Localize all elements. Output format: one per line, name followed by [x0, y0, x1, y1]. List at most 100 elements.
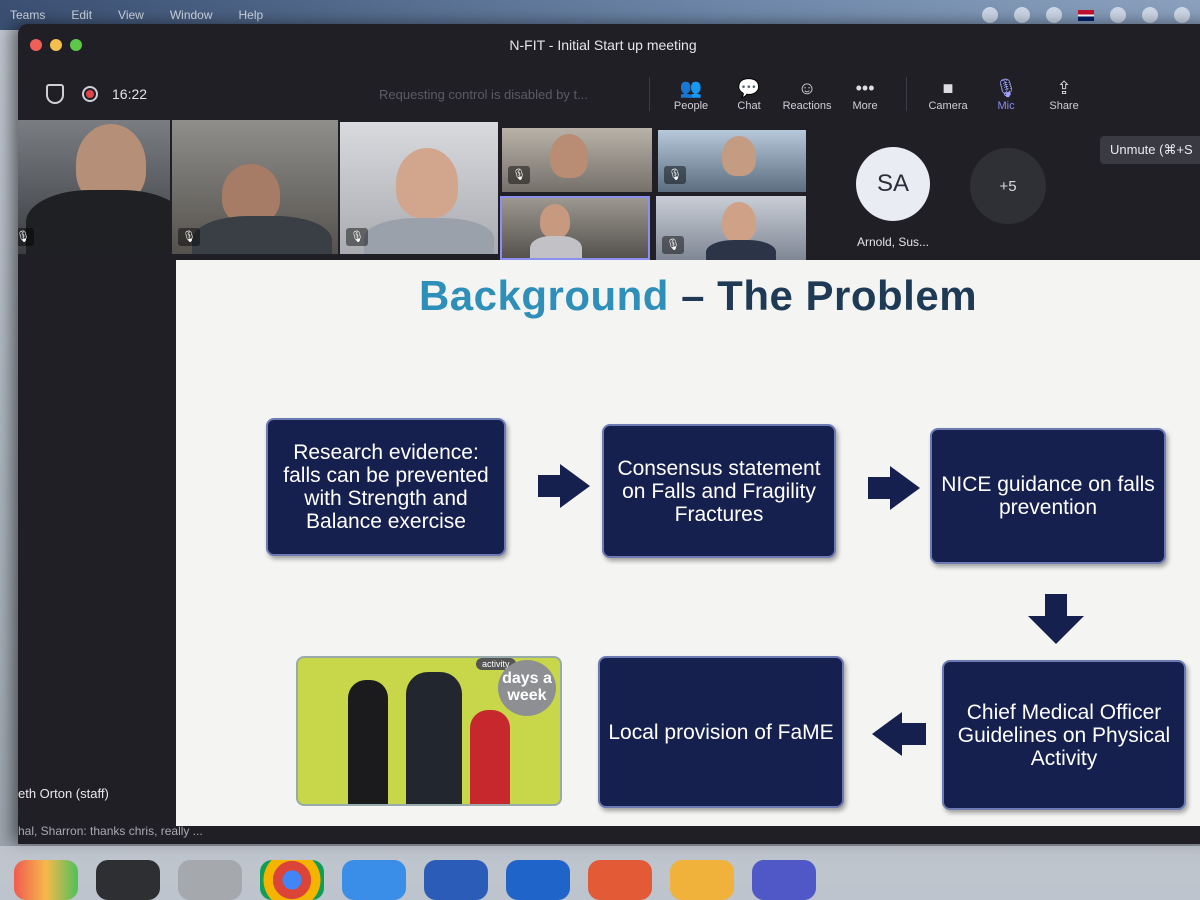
speaker-name: eth Orton (staff) — [18, 786, 109, 801]
days-a-week-badge: days a week — [498, 660, 556, 716]
participant-tile-4[interactable]: 🎙 — [502, 128, 652, 192]
box-consensus-statement: Consensus statement on Falls and Fragili… — [602, 424, 836, 558]
camera-icon: ■ — [942, 78, 954, 98]
word-icon[interactable] — [506, 860, 570, 900]
menu-edit[interactable]: Edit — [71, 8, 93, 22]
people-label: People — [673, 100, 709, 112]
avatar: SA — [856, 147, 930, 221]
menu-window[interactable]: Window — [169, 8, 213, 22]
time-machine-icon[interactable] — [1174, 7, 1190, 23]
minimize-window-button[interactable] — [50, 39, 62, 51]
teams-icon[interactable] — [752, 860, 816, 900]
participant-face — [396, 148, 458, 218]
chat-label: Chat — [737, 100, 761, 112]
arrow-right-icon — [868, 466, 920, 510]
exercising-person — [406, 672, 462, 804]
muted-icon: 🎙 — [664, 166, 686, 184]
lightning-icon[interactable] — [982, 7, 998, 23]
camera-label: Camera — [928, 100, 968, 112]
slide-title-rest: – The Problem — [668, 272, 978, 319]
reactions-label: Reactions — [782, 100, 832, 112]
mic-off-icon: 🎙 — [994, 78, 1018, 98]
system-preferences-icon[interactable] — [178, 860, 242, 900]
app-icon[interactable] — [96, 860, 160, 900]
menu-teams[interactable]: Teams — [10, 8, 46, 22]
launchpad-icon[interactable] — [14, 860, 78, 900]
mac-dock — [0, 846, 1200, 900]
participant-body — [26, 190, 170, 254]
window-title: N-FIT - Initial Start up meeting — [509, 37, 697, 53]
camera-button[interactable]: ■ Camera — [919, 76, 977, 112]
window-titlebar: N-FIT - Initial Start up meeting — [18, 24, 1200, 66]
outlook-icon[interactable] — [424, 860, 488, 900]
mic-label: Mic — [997, 100, 1015, 112]
muted-icon: 🎙 — [662, 236, 684, 254]
box-cmo-guidelines: Chief Medical Officer Guidelines on Phys… — [942, 660, 1186, 810]
chat-icon: 💬 — [737, 78, 761, 98]
toolbar-divider — [649, 77, 651, 111]
participant-tile-5[interactable]: 🎙 — [658, 130, 806, 192]
meeting-timer: 16:22 — [112, 86, 148, 102]
participant-tile-self[interactable] — [500, 196, 650, 260]
photo-tag: activity — [476, 658, 516, 670]
participant-face — [722, 202, 756, 242]
participant-face — [222, 164, 280, 224]
exercising-person — [348, 680, 388, 804]
participant-body — [192, 216, 332, 254]
zoom-window-button[interactable] — [70, 39, 82, 51]
arrow-left-icon — [872, 712, 926, 756]
exercise-photo: activity days a week — [296, 656, 562, 806]
people-icon: 👥 — [679, 78, 703, 98]
status-icons — [982, 7, 1190, 23]
participant-avatar-tile[interactable]: SA Arnold, Sus... — [828, 129, 958, 259]
participant-tile-1[interactable]: 🎙 — [18, 120, 170, 254]
participant-tile-3[interactable]: 🎙 — [340, 122, 498, 254]
muted-icon: 🎙 — [346, 228, 368, 246]
meeting-toolbar: 16:22 Requesting control is disabled by … — [18, 66, 1200, 122]
participant-face — [550, 134, 588, 178]
chat-preview[interactable]: hal, Sharron: thanks chris, really ... — [18, 824, 203, 838]
box-local-fame: Local provision of FaME — [598, 656, 844, 808]
share-icon: ⇪ — [1056, 78, 1072, 98]
avatar-name: Arnold, Sus... — [856, 235, 930, 249]
slide-title: Background – The Problem — [176, 272, 1200, 320]
participant-face — [540, 204, 570, 238]
participant-body — [706, 240, 776, 262]
more-icon: ••• — [855, 78, 875, 98]
participant-body — [530, 236, 582, 258]
reactions-button[interactable]: ☺ Reactions — [778, 76, 836, 112]
teams-meeting-window: N-FIT - Initial Start up meeting 16:22 R… — [18, 24, 1200, 844]
participant-body — [364, 218, 494, 254]
notification-icon[interactable] — [1046, 7, 1062, 23]
participant-gallery: 🎙 🎙 🎙 🎙 🎙 — [18, 120, 1200, 262]
vpn-icon[interactable] — [1014, 7, 1030, 23]
battery-icon[interactable] — [1110, 7, 1126, 23]
more-participants-button[interactable]: +5 — [970, 148, 1046, 224]
close-window-button[interactable] — [30, 39, 42, 51]
slide-title-accent: Background — [418, 272, 669, 319]
shared-slide: Background – The Problem Research eviden… — [176, 260, 1200, 826]
reactions-icon: ☺ — [797, 78, 817, 98]
chrome-icon[interactable] — [260, 860, 324, 900]
powerpoint-icon[interactable] — [588, 860, 652, 900]
chat-button[interactable]: 💬 Chat — [720, 76, 778, 112]
recording-icon — [82, 86, 98, 102]
participant-tile-2[interactable]: 🎙 — [172, 120, 338, 254]
wifi-icon[interactable] — [1142, 7, 1158, 23]
menu-help[interactable]: Help — [238, 8, 264, 22]
share-label: Share — [1049, 100, 1079, 112]
mic-button[interactable]: 🎙 Mic — [977, 76, 1035, 112]
share-button[interactable]: ⇪ Share — [1035, 76, 1093, 112]
uk-flag-icon[interactable] — [1078, 9, 1094, 21]
shield-icon[interactable] — [46, 84, 64, 104]
people-button[interactable]: 👥 People — [662, 76, 720, 112]
menu-view[interactable]: View — [118, 8, 144, 22]
participant-tile-6[interactable]: 🎙 — [656, 196, 806, 262]
arrow-down-icon — [1028, 594, 1084, 644]
safari-icon[interactable] — [342, 860, 406, 900]
more-button[interactable]: ••• More — [836, 76, 894, 112]
muted-icon: 🎙 — [178, 228, 200, 246]
notes-icon[interactable] — [670, 860, 734, 900]
toolbar-divider-2 — [906, 77, 908, 111]
